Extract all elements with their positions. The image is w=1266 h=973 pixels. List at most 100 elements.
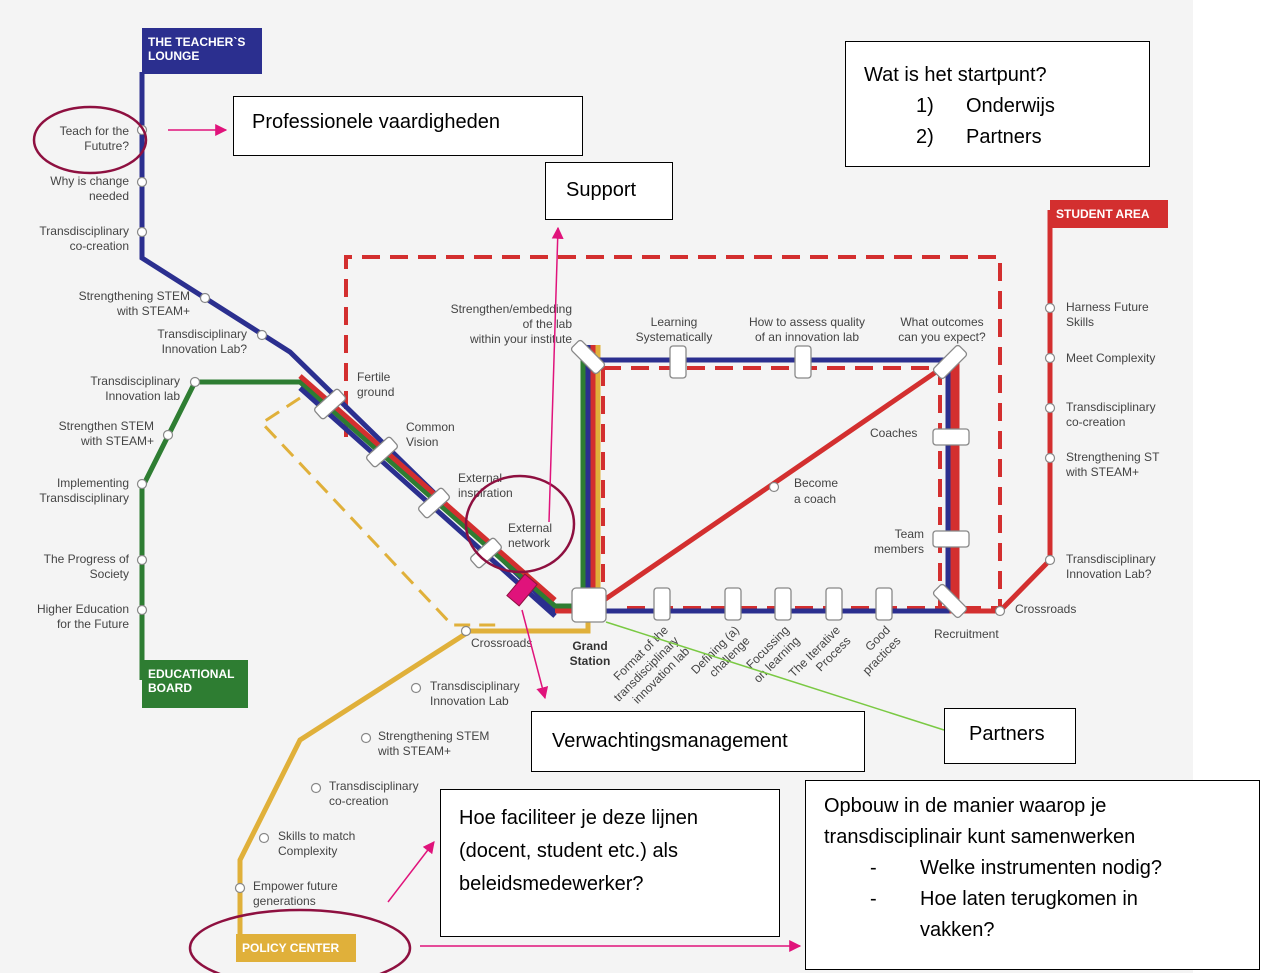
opbouw-intro: Opbouw in de manier waarop je transdisci…: [824, 795, 1136, 848]
opbouw-item-1-dash: -: [870, 857, 877, 879]
station-dot: [768, 481, 780, 493]
interchange-capsules: [314, 339, 970, 623]
station-capsule: [932, 583, 968, 619]
note-startpunt: Wat is het startpunt? 1) Onderwijs 2) Part…: [845, 41, 1150, 167]
note-verwachtingsmanagement: Verwachtingsmanagement: [531, 711, 865, 772]
teacher-lounge-line: [139, 72, 1000, 614]
opbouw-item-2-dash: -: [870, 888, 877, 910]
educational-board-title-1: EDUCATIONAL: [148, 667, 234, 681]
student-area-badge: [1050, 200, 1168, 228]
teacher-lounge-title-1: THE TEACHER`S: [148, 35, 245, 49]
station-dot: [256, 329, 268, 341]
arrow-to-verwachting: [521, 609, 549, 700]
station-dot: [189, 376, 201, 388]
station-dot: [136, 478, 148, 490]
opbouw-item-1-text: Welke instrumenten nodig?: [920, 857, 1162, 879]
policy-center-title: POLICY CENTER: [242, 941, 339, 955]
opbouw-item-2-text: Hoe laten terugkomen in vakken?: [920, 888, 1138, 941]
note-faciliteer-text: Hoe faciliteer je deze lijnen (docent, s…: [459, 807, 699, 895]
station-crossroads-yellow: Crossroads: [471, 636, 532, 650]
arrow-to-faciliteer: [387, 841, 435, 903]
yellow-dashed-zone: [259, 396, 499, 627]
station-dot: [360, 732, 372, 744]
station-dot: [162, 429, 174, 441]
station-capsule: [724, 587, 742, 621]
station-dot: [136, 554, 148, 566]
station-capsule: [470, 537, 502, 569]
arrow-to-support: [548, 226, 564, 523]
station-recruitment: Recruitment: [934, 627, 999, 641]
note-opbouw: Opbouw in de manier waarop je transdisci…: [805, 780, 1260, 970]
startpunt-title: Wat is het startpunt?: [864, 64, 1047, 86]
station-dot: [1044, 302, 1056, 314]
station-dot: [1044, 352, 1056, 364]
station-capsule: [932, 428, 970, 446]
station-capsule: [314, 388, 346, 420]
student-area-title: STUDENT AREA: [1056, 207, 1150, 221]
station-capsule: [875, 587, 893, 621]
startpunt-item-2-num: 2): [916, 126, 934, 148]
station-dot: [136, 176, 148, 188]
station-dot: [1044, 402, 1056, 414]
station-dot: [994, 605, 1006, 617]
startpunt-item-2-text: Partners: [966, 126, 1042, 148]
station-crossroads-red: Crossroads: [1015, 602, 1076, 616]
station-dot: [410, 682, 422, 694]
note-professionele-vaardigheden: Professionele vaardigheden: [233, 96, 583, 156]
startpunt-item-1-text: Onderwijs: [966, 95, 1055, 117]
connector-to-partners: [605, 621, 945, 731]
station-capsule: [669, 345, 687, 379]
station-coaches: Coaches: [870, 426, 917, 440]
note-partners-text: Partners: [969, 723, 1045, 745]
station-capsule: [366, 436, 398, 468]
station-dot: [1044, 452, 1056, 464]
station-capsule: [570, 339, 606, 375]
station-dot: [460, 625, 472, 637]
station-dot: [199, 292, 211, 304]
note-faciliteer: Hoe faciliteer je deze lijnen (docent, s…: [440, 789, 780, 937]
note-verwachting-text: Verwachtingsmanagement: [552, 730, 788, 752]
station-dot: [258, 832, 270, 844]
opbouw-item-1: - Welke instrumenten nodig?: [824, 853, 1247, 884]
station-capsule: [932, 530, 970, 548]
note-support-text: Support: [566, 179, 637, 201]
note-professionele-text: Professionele vaardigheden: [252, 111, 500, 133]
station-meet-complexity: Meet Complexity: [1066, 351, 1155, 365]
station-dot: [136, 604, 148, 616]
startpunt-item-1-num: 1): [916, 95, 934, 117]
teacher-lounge-title-2: LOUNGE: [148, 49, 199, 63]
educational-board-line: [139, 379, 588, 680]
highlighted-station-marker: [506, 573, 538, 607]
policy-center-line: [237, 605, 591, 940]
station-dots: [136, 124, 1056, 894]
station-dot: [234, 882, 246, 894]
educational-board-badge: [142, 660, 248, 708]
highlight-ellipse-policy: [188, 908, 412, 973]
station-capsule: [794, 345, 812, 379]
station-capsule: [418, 487, 450, 519]
highlight-ellipse-teach: [32, 105, 148, 175]
